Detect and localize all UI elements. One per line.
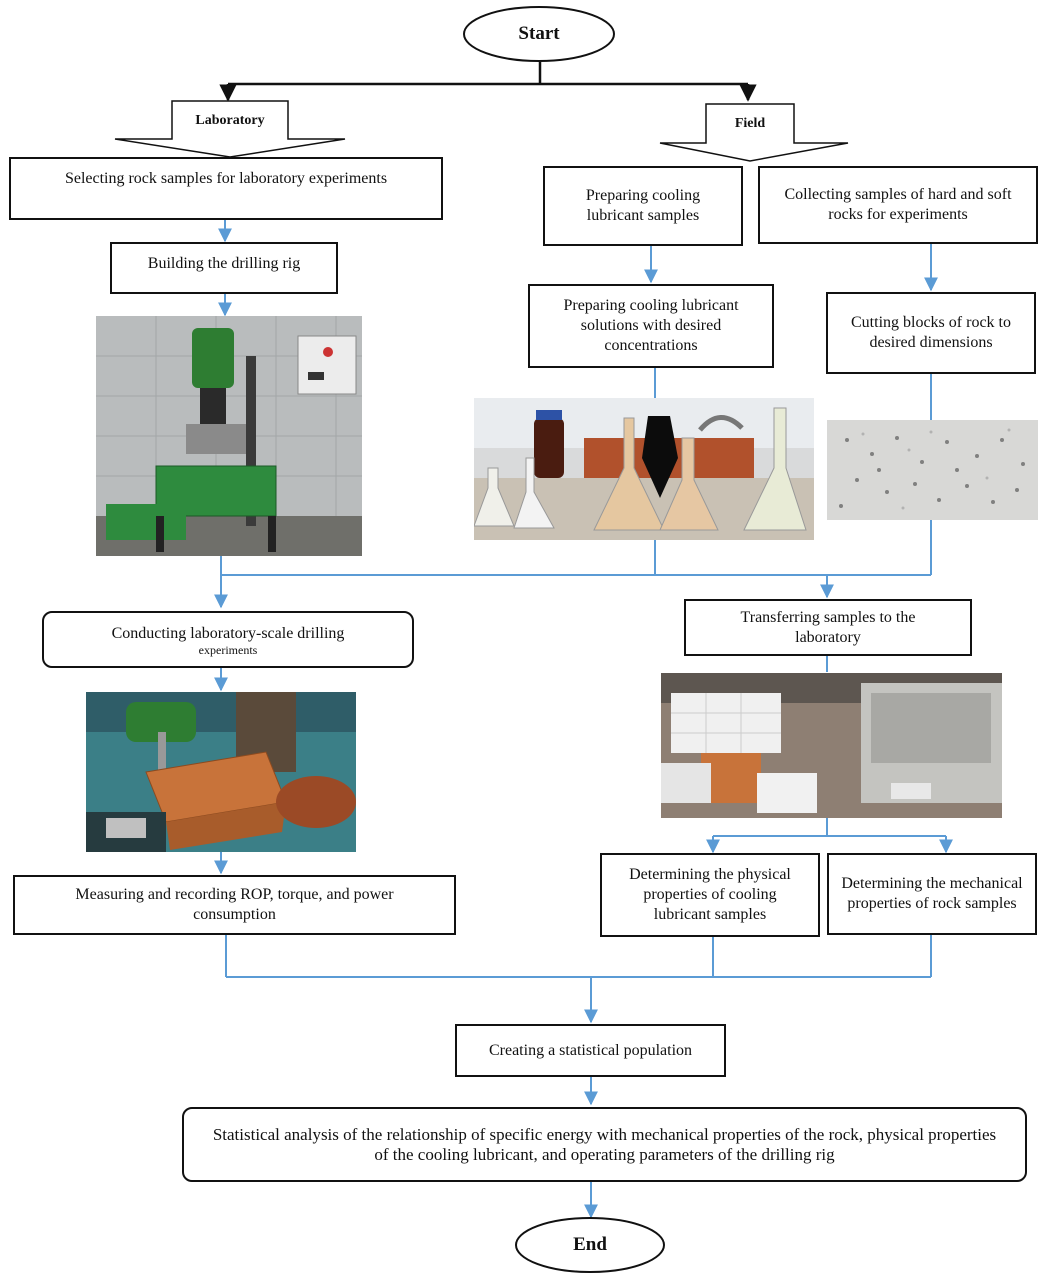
measure-rop-box: Measuring and recording ROP, torque, and… (13, 875, 456, 935)
conduct-drilling-text-line2: experiments (198, 642, 258, 657)
drilling-rig-photo (96, 316, 362, 556)
statistical-population-box: Creating a statistical population (455, 1024, 726, 1077)
drilling-experiment-photo (86, 692, 356, 852)
end-label: End (573, 1234, 607, 1255)
rock-block-photo (827, 420, 1038, 520)
samples-transfer-photo (661, 673, 1002, 818)
end-ellipse (515, 1217, 665, 1273)
build-rig-text: Building the drilling rig (147, 255, 301, 272)
measure-rop-text: Measuring and recording ROP, torque, and… (75, 886, 394, 923)
transfer-samples-text: Transferring samples to the laboratory (740, 608, 916, 646)
start-label: Start (518, 23, 560, 44)
physical-properties-text: Determining the physical properties of c… (629, 866, 791, 923)
start-ellipse (463, 6, 615, 62)
prep-solutions-box: Preparing cooling lubricant solutions wi… (528, 284, 774, 368)
physical-properties-box: Determining the physical properties of c… (600, 853, 820, 937)
select-rock-samples-text: Selecting rock samples for laboratory ex… (64, 170, 388, 187)
lubricant-flasks-photo (474, 398, 814, 540)
mechanical-properties-box: Determining the mechanical properties of… (827, 853, 1037, 935)
prep-solutions-text: Preparing cooling lubricant solutions wi… (563, 297, 739, 354)
laboratory-arrow-shape (114, 100, 346, 158)
conduct-drilling-text-line1: Conducting laboratory-scale drilling (111, 624, 345, 642)
build-rig-box: Building the drilling rig (110, 242, 338, 294)
conduct-drilling-box: Conducting laboratory-scale drilling exp… (42, 611, 414, 668)
field-label: Field (734, 116, 766, 131)
prep-lubricant-text: Preparing cooling lubricant samples (585, 187, 701, 224)
cut-blocks-box: Cutting blocks of rock to desired dimens… (826, 292, 1036, 374)
select-rock-samples-box: Selecting rock samples for laboratory ex… (9, 157, 443, 220)
transfer-samples-box: Transferring samples to the laboratory (684, 599, 972, 656)
blue-connectors (214, 219, 953, 1219)
cut-blocks-text: Cutting blocks of rock to desired dimens… (851, 314, 1011, 351)
collect-rocks-text: Collecting samples of hard and soft rock… (784, 186, 1012, 223)
statistical-analysis-box: Statistical analysis of the relationship… (182, 1107, 1027, 1182)
laboratory-label: Laboratory (195, 113, 265, 128)
collect-rocks-box: Collecting samples of hard and soft rock… (758, 166, 1038, 244)
field-arrow-shape (659, 103, 849, 162)
start-branch-connector (219, 62, 757, 102)
statistical-population-text: Creating a statistical population (488, 1041, 693, 1059)
statistical-analysis-text: Statistical analysis of the relationship… (212, 1124, 997, 1164)
prep-lubricant-box: Preparing cooling lubricant samples (543, 166, 743, 246)
mechanical-properties-text: Determining the mechanical properties of… (841, 875, 1023, 912)
